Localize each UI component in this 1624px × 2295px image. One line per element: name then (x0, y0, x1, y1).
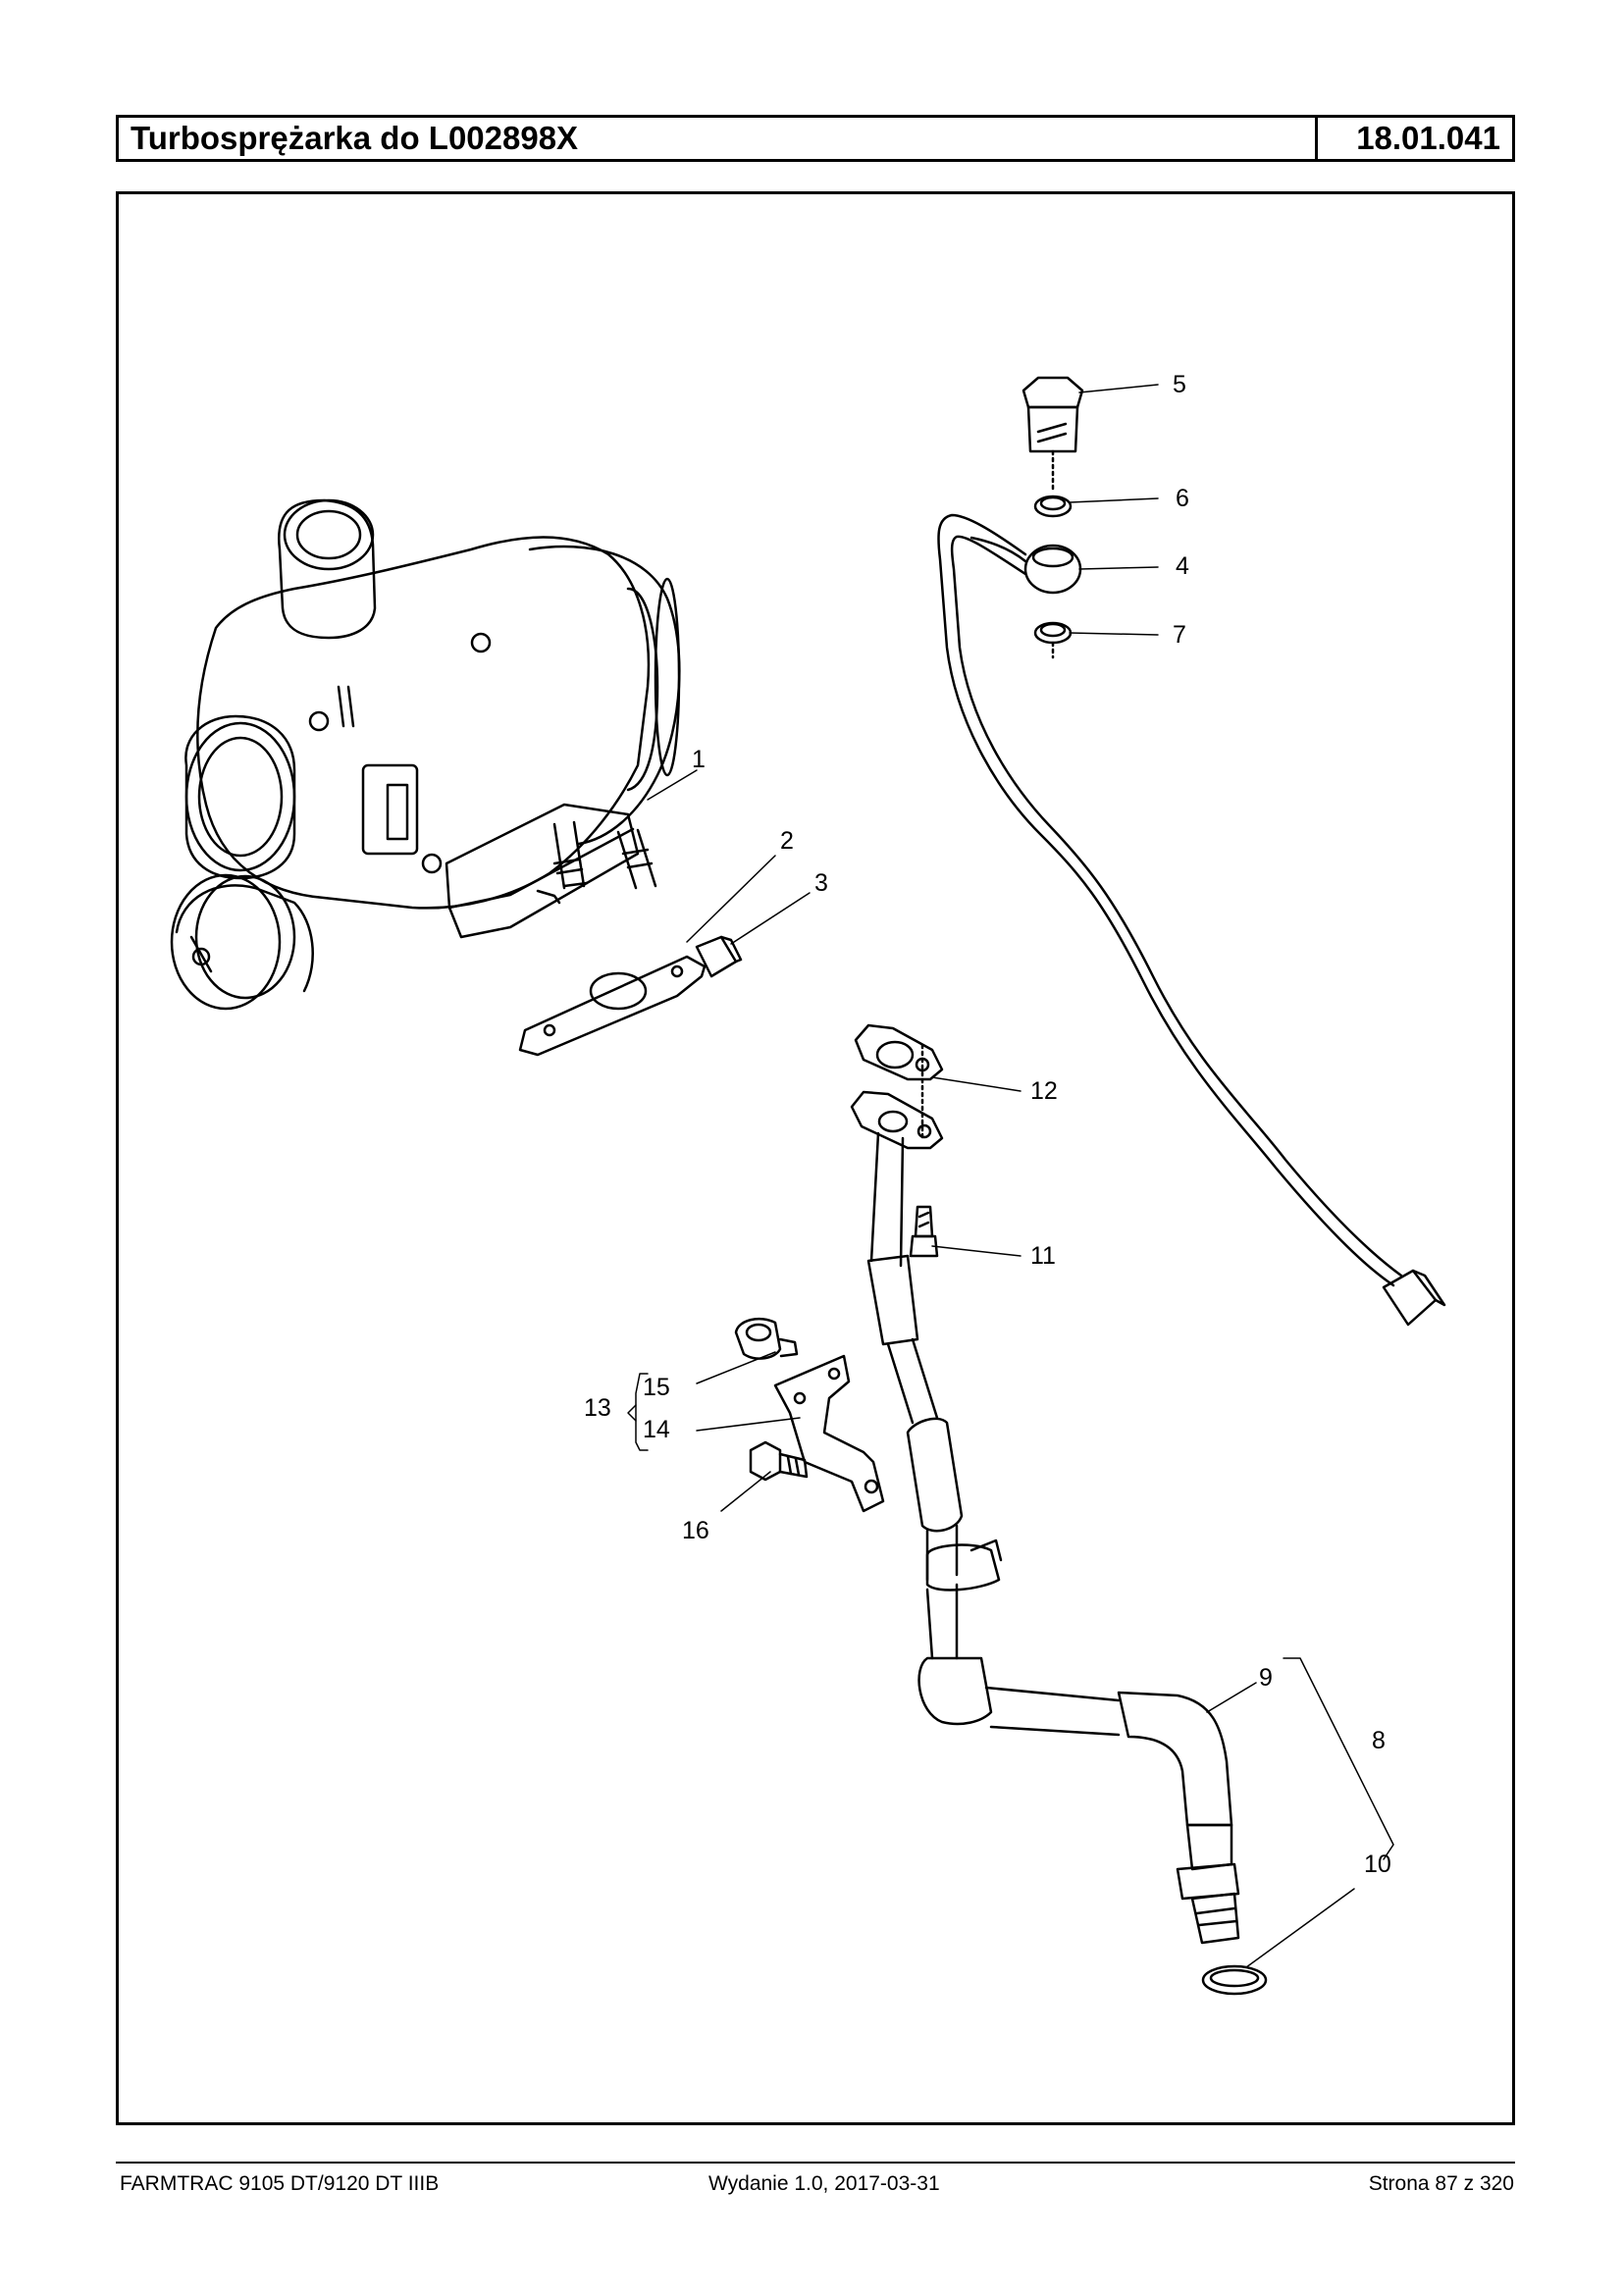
callout-6: 6 (1176, 485, 1189, 512)
section-code: 18.01.041 (1356, 120, 1500, 156)
callout-13: 13 (584, 1394, 611, 1422)
callout-7: 7 (1173, 621, 1186, 649)
page-title: Turbosprężarka do L002898X (119, 118, 1318, 159)
nut-illustration (695, 935, 743, 978)
callout-14: 14 (643, 1416, 670, 1443)
return-gasket-illustration (854, 1023, 944, 1140)
bolt-16-illustration (749, 1440, 809, 1482)
callout-3: 3 (814, 869, 828, 897)
banjo-fitting-illustration (969, 536, 1082, 595)
callout-15: 15 (643, 1374, 670, 1401)
page-header: Turbosprężarka do L002898X 18.01.041 (116, 115, 1515, 162)
turbocharger-illustration (170, 498, 681, 1011)
gasket-illustration (518, 955, 707, 1057)
callout-4: 4 (1176, 552, 1189, 580)
footer-edition: Wydanie 1.0, 2017-03-31 (708, 2172, 940, 2195)
oil-return-pipe-illustration (850, 1090, 1240, 1945)
o-ring-illustration (1201, 1964, 1268, 1996)
callout-2: 2 (780, 827, 794, 855)
sealing-washer-7-illustration (1033, 621, 1073, 659)
sealing-washer-6-illustration (1033, 495, 1073, 518)
callout-12: 12 (1030, 1077, 1058, 1105)
callout-5: 5 (1173, 371, 1186, 398)
callout-labels: 1 2 3 4 5 6 7 8 9 10 11 12 13 14 15 16 (584, 371, 1391, 1878)
callout-16: 16 (682, 1517, 709, 1544)
bracket-14-illustration (773, 1354, 885, 1513)
oil-feed-pipe-illustration (937, 513, 1446, 1327)
diagram-frame (116, 191, 1515, 2125)
banjo-bolt-illustration (1022, 376, 1084, 493)
callout-10: 10 (1364, 1851, 1391, 1878)
clamp-15-illustration (734, 1317, 799, 1360)
footer-page-number: Strona 87 z 320 (1368, 2172, 1514, 2195)
callout-8: 8 (1372, 1727, 1386, 1754)
leader-lines (627, 384, 1394, 1968)
callout-1: 1 (692, 746, 706, 773)
bolt-11-illustration (909, 1205, 939, 1258)
footer-divider (116, 2162, 1515, 2164)
callout-9: 9 (1259, 1664, 1273, 1692)
callout-11: 11 (1030, 1242, 1056, 1270)
footer-model: FARMTRAC 9105 DT/9120 DT IIIB (120, 2172, 440, 2195)
